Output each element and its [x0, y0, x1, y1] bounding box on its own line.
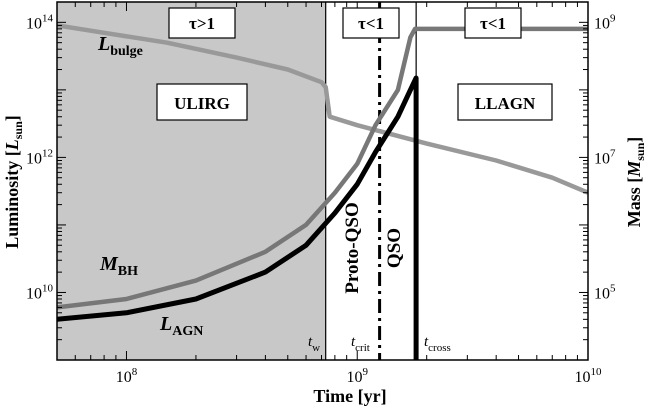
x-tick-label: 109 [346, 366, 368, 386]
y-right-tick-label: 109 [594, 12, 616, 32]
x-tick-label: 1010 [575, 366, 603, 386]
series-line-2 [57, 75, 419, 360]
x-tick-label: 108 [116, 366, 138, 386]
optical-depth-label-0: τ>1 [189, 14, 215, 33]
plot-frame [56, 1, 589, 361]
y-right-tick-label: 105 [594, 282, 616, 302]
optical-depth-box-1 [342, 7, 400, 39]
region-label-0: ULIRG [174, 94, 230, 113]
series-line-0 [57, 23, 588, 195]
y-left-tick-label: 1012 [26, 147, 53, 167]
optical-depth-label-2: τ<1 [480, 14, 506, 33]
region-label-box-1 [457, 83, 553, 121]
region-0 [57, 2, 326, 360]
region-label-1: LLAGN [475, 94, 536, 113]
optical-depth-label-1: τ<1 [358, 14, 384, 33]
time-marker-label-2: tcross [424, 334, 451, 354]
y-right-tick-label: 107 [594, 147, 616, 167]
optical-depth-box-0 [168, 7, 236, 39]
y-axis-right-label: Mass [Msun] [624, 137, 647, 228]
y-left-tick-label: 1010 [26, 282, 54, 302]
y-left-tick-label: 1014 [26, 12, 54, 32]
optical-depth-box-2 [464, 7, 522, 39]
phase-label-0: Proto-QSO [342, 202, 363, 293]
phase-label-1: QSO [384, 228, 405, 268]
x-axis-label: Time [yr] [313, 386, 386, 406]
y-axis-left-label: Luminosity [Lsun] [2, 115, 25, 249]
series-line-1 [57, 26, 588, 310]
region-label-box-0 [156, 83, 248, 121]
time-marker-label-1: tcrit [351, 334, 370, 354]
